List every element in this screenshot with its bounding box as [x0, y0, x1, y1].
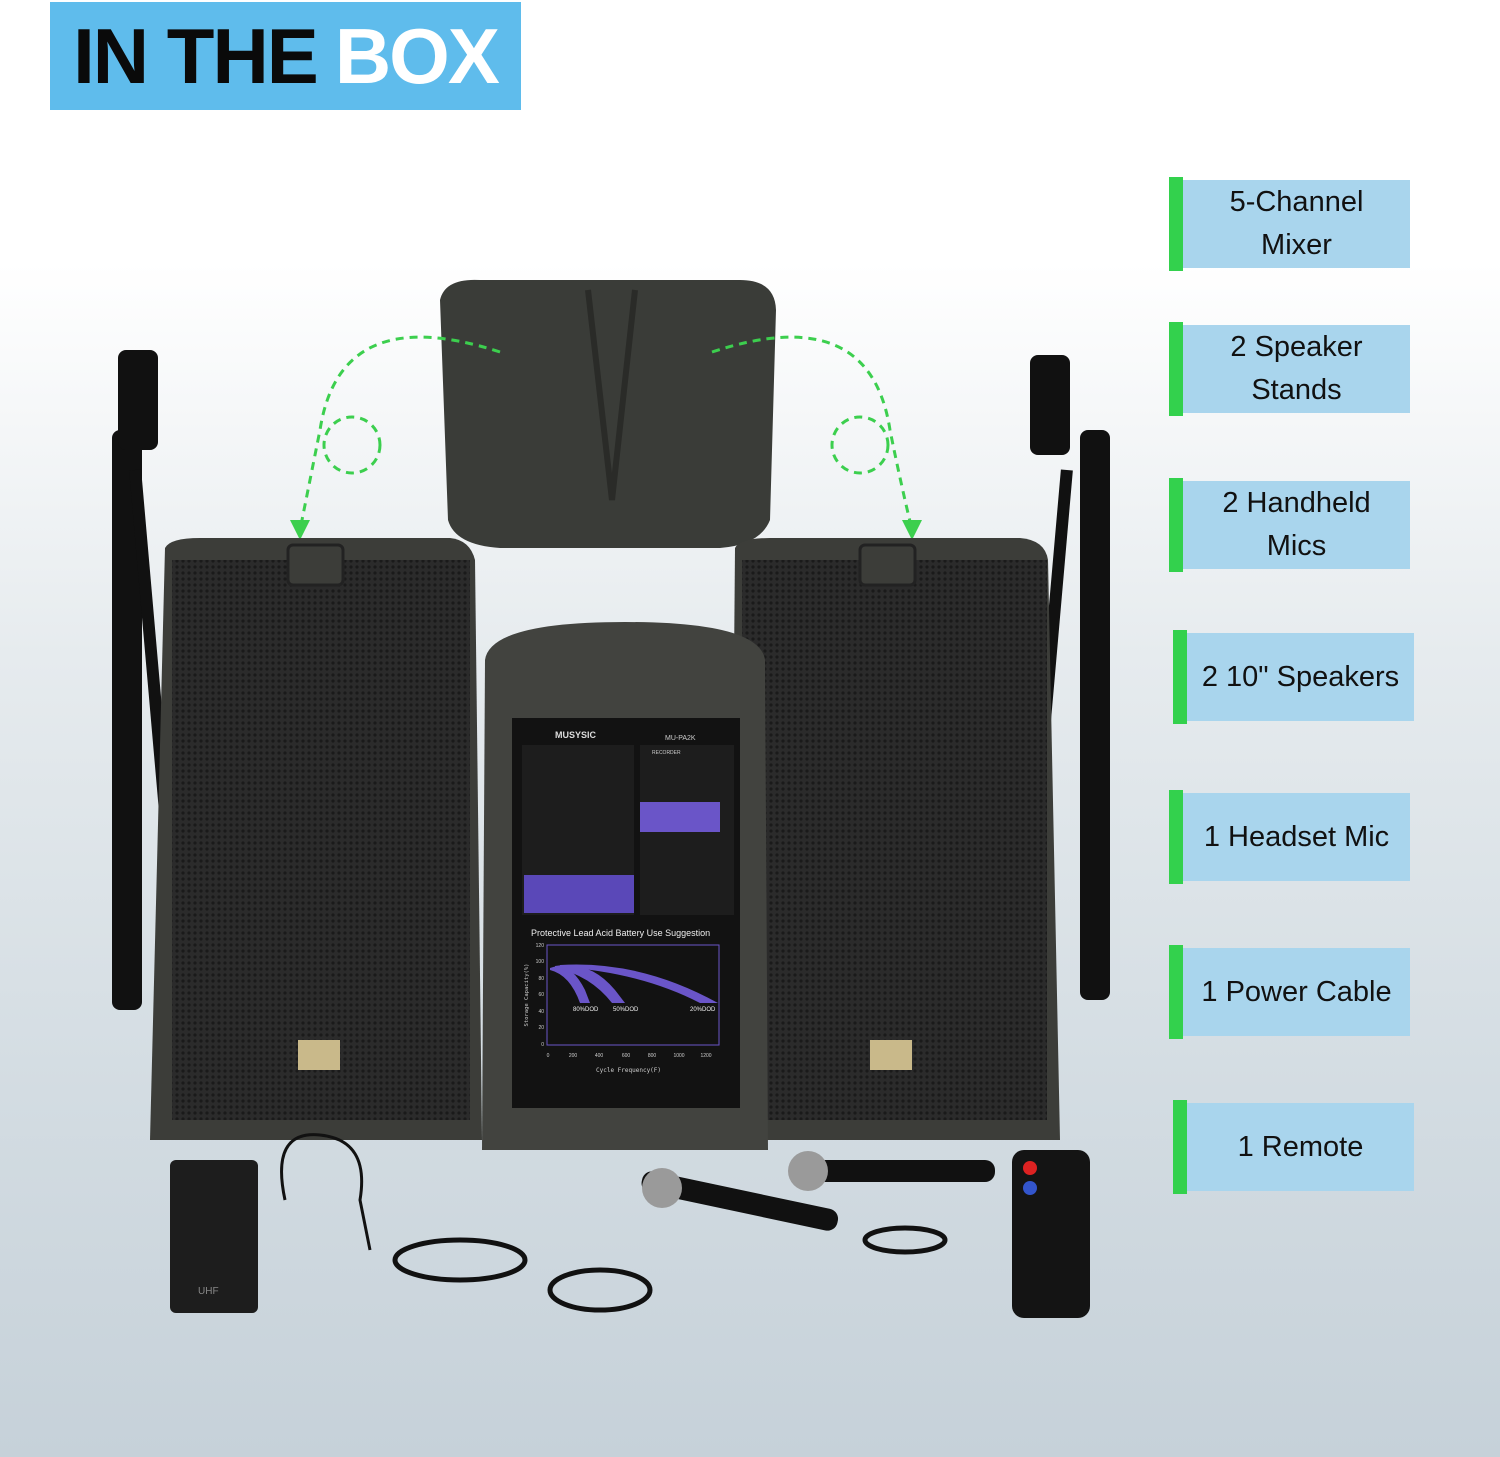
item-label-speakers: 2 10" Speakers [1173, 630, 1414, 724]
accent-bar [1173, 630, 1187, 724]
item-label-mixer: 5-Channel Mixer [1169, 177, 1410, 271]
y-tick-labels: 120 100 80 60 40 20 0 [536, 943, 545, 1048]
y-axis-label: Storage Capacity(%) [524, 964, 530, 1027]
item-text: 1 Remote [1187, 1103, 1414, 1191]
item-label-headset-mic: 1 Headset Mic [1169, 790, 1410, 884]
x-tick-labels: 0 200 400 600 800 1000 1200 [547, 1053, 712, 1059]
remote-control [1012, 1150, 1090, 1318]
arrow-icon [298, 335, 914, 531]
handheld-mic-2 [788, 1151, 995, 1191]
x-tick-label: 800 [648, 1053, 657, 1059]
accent-bar [1169, 322, 1183, 416]
y-tick-label: 20 [538, 1025, 544, 1031]
title-dark-text: IN THE [73, 11, 319, 100]
headset-mic [280, 1133, 372, 1251]
title-light-text: BOX [334, 11, 500, 100]
handheld-mic-1 [641, 1168, 839, 1231]
model-text: MU-PA2K [665, 735, 696, 742]
accent-bar [1169, 177, 1183, 271]
speaker-right [730, 538, 1060, 1140]
x-tick-label: 1200 [700, 1053, 711, 1059]
y-tick-label: 80 [538, 976, 544, 982]
x-tick-label: 0 [547, 1053, 550, 1059]
item-text: 2 Speaker Stands [1183, 325, 1410, 413]
accent-bar [1169, 945, 1183, 1039]
brand-text: MUSYSIC [555, 730, 597, 740]
item-label-stands: 2 Speaker Stands [1169, 322, 1410, 416]
item-text: 1 Power Cable [1183, 948, 1410, 1036]
x-tick-label: 200 [569, 1053, 578, 1059]
mixer-unit: MUSYSIC MU-PA2K RECORDER Protective Lead… [482, 622, 768, 1150]
y-tick-label: 60 [538, 992, 544, 998]
x-tick-label: 600 [622, 1053, 631, 1059]
item-text: 2 Handheld Mics [1183, 481, 1410, 569]
battery-chart: 80%DOD 50%DOD 20%DOD Cycle Frequency(F) … [524, 943, 720, 1074]
speaker-lid [440, 279, 776, 548]
curve-label: 80%DOD [573, 1007, 599, 1013]
accent-bar [1169, 790, 1183, 884]
y-tick-label: 0 [541, 1042, 544, 1048]
x-tick-label: 400 [595, 1053, 604, 1059]
item-text: 5-Channel Mixer [1183, 180, 1410, 268]
curve-label: 50%DOD [613, 1007, 639, 1013]
item-label-handheld-mics: 2 Handheld Mics [1169, 478, 1410, 572]
recorder-text: RECORDER [652, 750, 681, 756]
item-text: 2 10" Speakers [1187, 633, 1414, 721]
y-tick-label: 100 [536, 959, 545, 965]
item-label-remote: 1 Remote [1173, 1100, 1414, 1194]
y-tick-label: 40 [538, 1009, 544, 1015]
uhf-text: UHF [198, 1286, 219, 1297]
speaker-left [150, 538, 482, 1140]
x-axis-label: Cycle Frequency(F) [596, 1067, 661, 1074]
x-tick-label: 1000 [673, 1053, 684, 1059]
item-text: 1 Headset Mic [1183, 793, 1410, 881]
accent-bar [1169, 478, 1183, 572]
bodypack-transmitter: UHF [170, 1160, 258, 1313]
accent-bar [1173, 1100, 1187, 1194]
y-tick-label: 120 [536, 943, 545, 949]
curve-label: 20%DOD [690, 1007, 716, 1013]
battery-chart-title: Protective Lead Acid Battery Use Suggest… [531, 928, 710, 938]
audio-cables [392, 1225, 948, 1313]
item-label-power-cable: 1 Power Cable [1169, 945, 1410, 1039]
page-title: IN THE BOX [50, 2, 521, 110]
